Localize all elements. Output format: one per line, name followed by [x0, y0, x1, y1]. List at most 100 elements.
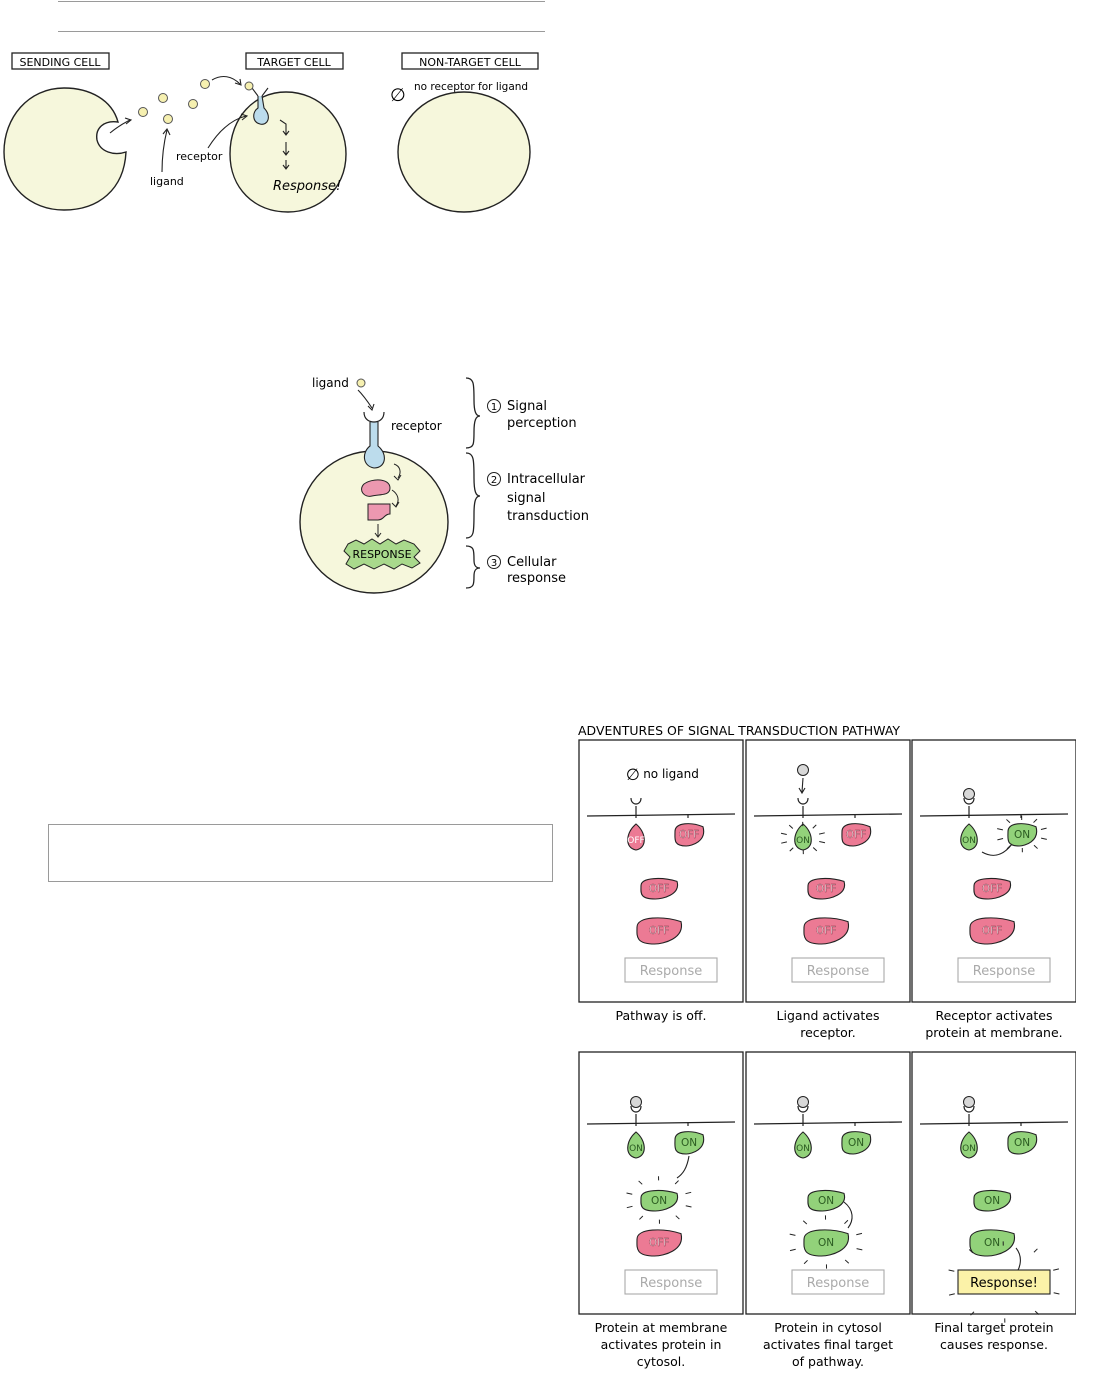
- signaling-stages-figure: ligand receptor RESPONSE 1 Signal percep…: [299, 376, 589, 594]
- null-symbol: ∅: [390, 85, 406, 106]
- final-target-protein: [969, 1229, 1015, 1257]
- sending-cell-label: SENDING CELL: [19, 56, 101, 69]
- activation-glow: [948, 1241, 1060, 1323]
- no-ligand-label: no ligand: [643, 767, 699, 781]
- final-target-protein: [636, 1229, 682, 1257]
- activation-arrow: [843, 1201, 853, 1229]
- relay-protein-1: [361, 479, 391, 497]
- stage-cell: [299, 450, 449, 594]
- response-inactive-label: Response: [807, 964, 869, 979]
- cell-signaling-overview-figure: SENDING CELL TARGET CELL NON-TARGET CELL…: [3, 52, 539, 213]
- relay-protein-2: [367, 503, 391, 521]
- target-receptor: [253, 95, 269, 125]
- final-target-protein: [803, 917, 849, 945]
- final-target-protein-label: ON: [984, 1237, 1000, 1249]
- membrane-protein: [674, 823, 705, 847]
- membrane-line: [753, 1121, 903, 1125]
- ligand-label: ligand: [150, 175, 184, 188]
- activation-arrow: [801, 777, 804, 793]
- final-target-protein: [803, 1229, 849, 1257]
- receptor-cup: [630, 1105, 642, 1113]
- receptor-cup: [963, 797, 975, 805]
- bound-ligand: [963, 788, 975, 800]
- sending-cell: [3, 87, 127, 211]
- non-target-cell: [397, 91, 531, 213]
- panel-caption-6-line-2: causes response.: [940, 1337, 1048, 1352]
- membrane-line: [586, 1121, 736, 1125]
- receptor-cup: [797, 797, 809, 805]
- final-target-protein-label: ON: [818, 1237, 834, 1249]
- panel-caption-3-line-1: Receptor activates: [935, 1008, 1052, 1023]
- final-target-protein-label: OFF: [649, 925, 669, 937]
- response-inactive-label: Response: [807, 1276, 869, 1291]
- panel-caption-5-line-2: activates final target: [763, 1337, 893, 1352]
- panel-caption-4-line-3: cytosol.: [637, 1354, 685, 1369]
- stage-receptor: [363, 422, 385, 469]
- final-target-protein-label: OFF: [816, 925, 836, 937]
- panel-caption-5-line-3: of pathway.: [792, 1354, 864, 1369]
- activation-glow: [626, 1176, 692, 1224]
- final-target-protein-label: OFF: [649, 1237, 669, 1249]
- activation-arrow: [798, 787, 806, 795]
- cytosol-protein: [807, 1189, 846, 1212]
- response-box-inactive: [791, 1269, 885, 1295]
- cytosol-protein-label: OFF: [816, 883, 836, 895]
- cytosol-protein: [973, 877, 1012, 900]
- receptor-protein-label: ON: [962, 836, 976, 846]
- comic-panel-5: ON ON ON ON Response: [745, 1051, 911, 1315]
- cytosol-protein-label: ON: [984, 1195, 1000, 1207]
- target-response-text: Response!: [273, 179, 341, 194]
- cytosol-protein-label: OFF: [649, 883, 669, 895]
- target-cell-label-box: [245, 52, 344, 70]
- receptor-label: receptor: [176, 150, 223, 163]
- panel-caption-3-line-2: protein at membrane.: [925, 1025, 1062, 1040]
- stage1-line1: Signal: [507, 399, 547, 414]
- response-box-inactive: [957, 957, 1051, 983]
- final-target-protein-label: OFF: [982, 925, 1002, 937]
- membrane-protein-label: ON: [1014, 829, 1030, 841]
- stage3-line2: response: [507, 571, 566, 586]
- stage3-number: 3: [491, 558, 497, 569]
- membrane-line: [919, 813, 1069, 817]
- panel-caption-1-line-1: Pathway is off.: [616, 1008, 707, 1023]
- secretion-arrow: [109, 119, 131, 134]
- no-receptor-note: no receptor for ligand: [414, 81, 528, 93]
- response-inactive-label: Response: [640, 1276, 702, 1291]
- stage1-line2: perception: [507, 416, 577, 431]
- response-box-active: [957, 1269, 1051, 1295]
- final-target-protein: [636, 917, 682, 945]
- non-target-cell-label-box: [401, 52, 539, 70]
- response-label: RESPONSE: [352, 548, 411, 561]
- bound-ligand: [963, 1096, 975, 1108]
- cytosol-protein: [807, 877, 846, 900]
- cytosol-protein-label: ON: [818, 1195, 834, 1207]
- panel-caption-2-line-2: receptor.: [800, 1025, 856, 1040]
- response-active-label: Response!: [970, 1276, 1038, 1291]
- receptor-cup: [963, 1105, 975, 1113]
- receptor-protein-label: ON: [629, 1144, 643, 1154]
- activation-glow: [997, 815, 1047, 853]
- cytosol-protein-label: OFF: [982, 883, 1002, 895]
- activation-arrow: [981, 843, 1013, 856]
- receptor-cup: [797, 1105, 809, 1113]
- receptor-protein: [960, 1131, 978, 1159]
- panel-caption-5-line-1: Protein in cytosol: [774, 1320, 882, 1335]
- stage2-line2: signal: [507, 491, 545, 506]
- stage-ligand: [356, 378, 366, 388]
- receptor-protein-label: ON: [796, 1144, 810, 1154]
- membrane-protein-label: ON: [848, 1137, 864, 1149]
- receptor-protein-label: ON: [962, 1144, 976, 1154]
- response-inactive-label: Response: [640, 964, 702, 979]
- receptor-protein: [627, 1131, 645, 1159]
- bound-ligand: [797, 1096, 809, 1108]
- non-target-cell-label: NON-TARGET CELL: [419, 56, 522, 69]
- response-box-inactive: [624, 1269, 718, 1295]
- receptor-protein-label: ON: [796, 836, 810, 846]
- activation-glow: [789, 1215, 863, 1269]
- panel-caption-4-line-2: activates protein in: [601, 1337, 722, 1352]
- pathway-comic-figure: ADVENTURES OF SIGNAL TRANSDUCTION PATHWA…: [578, 723, 1076, 1369]
- top-rule-1: [58, 1, 545, 2]
